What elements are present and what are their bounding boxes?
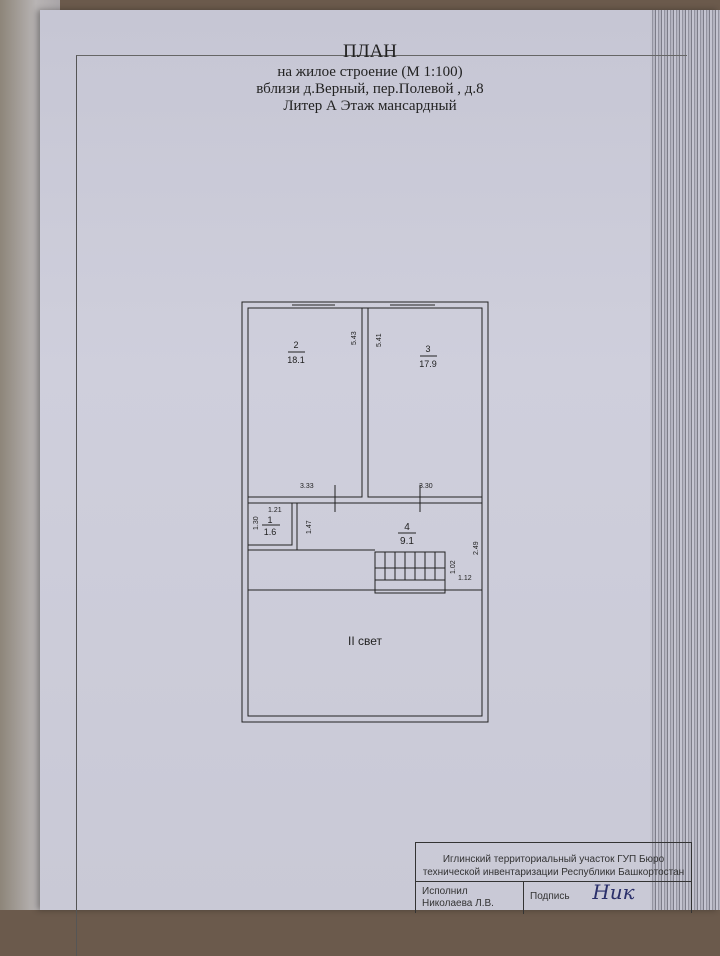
plan-title: ПЛАН на жилое строение (М 1:100) вблизи … <box>200 40 540 115</box>
dim-stair-width: 1.12 <box>458 575 472 582</box>
open-space-label: II свет <box>348 634 383 648</box>
dim-stair-length: 1.02 <box>450 560 457 574</box>
performed-label: Исполнил <box>422 886 468 897</box>
dim-corridor-height: 1.47 <box>306 520 313 534</box>
plan-heading: ПЛАН <box>342 41 398 62</box>
room-3-area: 17.9 <box>419 359 437 369</box>
plan-floor: Литер А Этаж мансардный <box>283 98 457 114</box>
document-page <box>40 10 720 956</box>
room-4-number: 4 <box>404 522 410 533</box>
room-2-outline <box>247 307 363 498</box>
inner-wall <box>247 307 483 717</box>
dim-room1-width: 1.21 <box>268 507 282 514</box>
performer-name: Николаева Л.В. <box>422 898 494 909</box>
plan-address: вблизи д.Верный, пер.Полевой , д.8 <box>256 81 484 97</box>
dim-room2-height: 5.43 <box>351 331 358 345</box>
room-1-number: 1 <box>267 515 272 525</box>
outer-wall <box>241 301 489 723</box>
room-3-number: 3 <box>425 344 430 354</box>
signature-label: Подпись <box>530 891 570 902</box>
plan-subtitle: на жилое строение (М 1:100) <box>277 64 463 80</box>
page-edge-scan-noise <box>650 10 720 910</box>
room-2-area: 18.1 <box>287 355 305 365</box>
staircase <box>374 551 446 594</box>
floor-plan: 2 18.1 3 17.9 1 1.6 4 9.1 5.43 5.41 3.33… <box>241 301 489 723</box>
dim-room3-height: 5.41 <box>376 333 383 347</box>
drawing-frame <box>76 55 687 956</box>
dim-room3-width: 3.30 <box>419 483 433 490</box>
dim-room2-width: 3.33 <box>300 483 314 490</box>
signature: Ник <box>592 880 635 904</box>
room-3-outline <box>367 307 483 498</box>
room-1-outline <box>247 502 293 546</box>
room-4-area: 9.1 <box>400 536 414 547</box>
organization-name: Иглинский территориальный участок ГУП Бю… <box>416 843 691 882</box>
title-block-stamp: Иглинский территориальный участок ГУП Бю… <box>415 842 692 914</box>
room-1-area: 1.6 <box>264 527 277 537</box>
dim-corridor-right: 2.49 <box>473 541 480 555</box>
dim-room1-height: 1.30 <box>253 516 260 530</box>
room-2-number: 2 <box>293 340 298 350</box>
